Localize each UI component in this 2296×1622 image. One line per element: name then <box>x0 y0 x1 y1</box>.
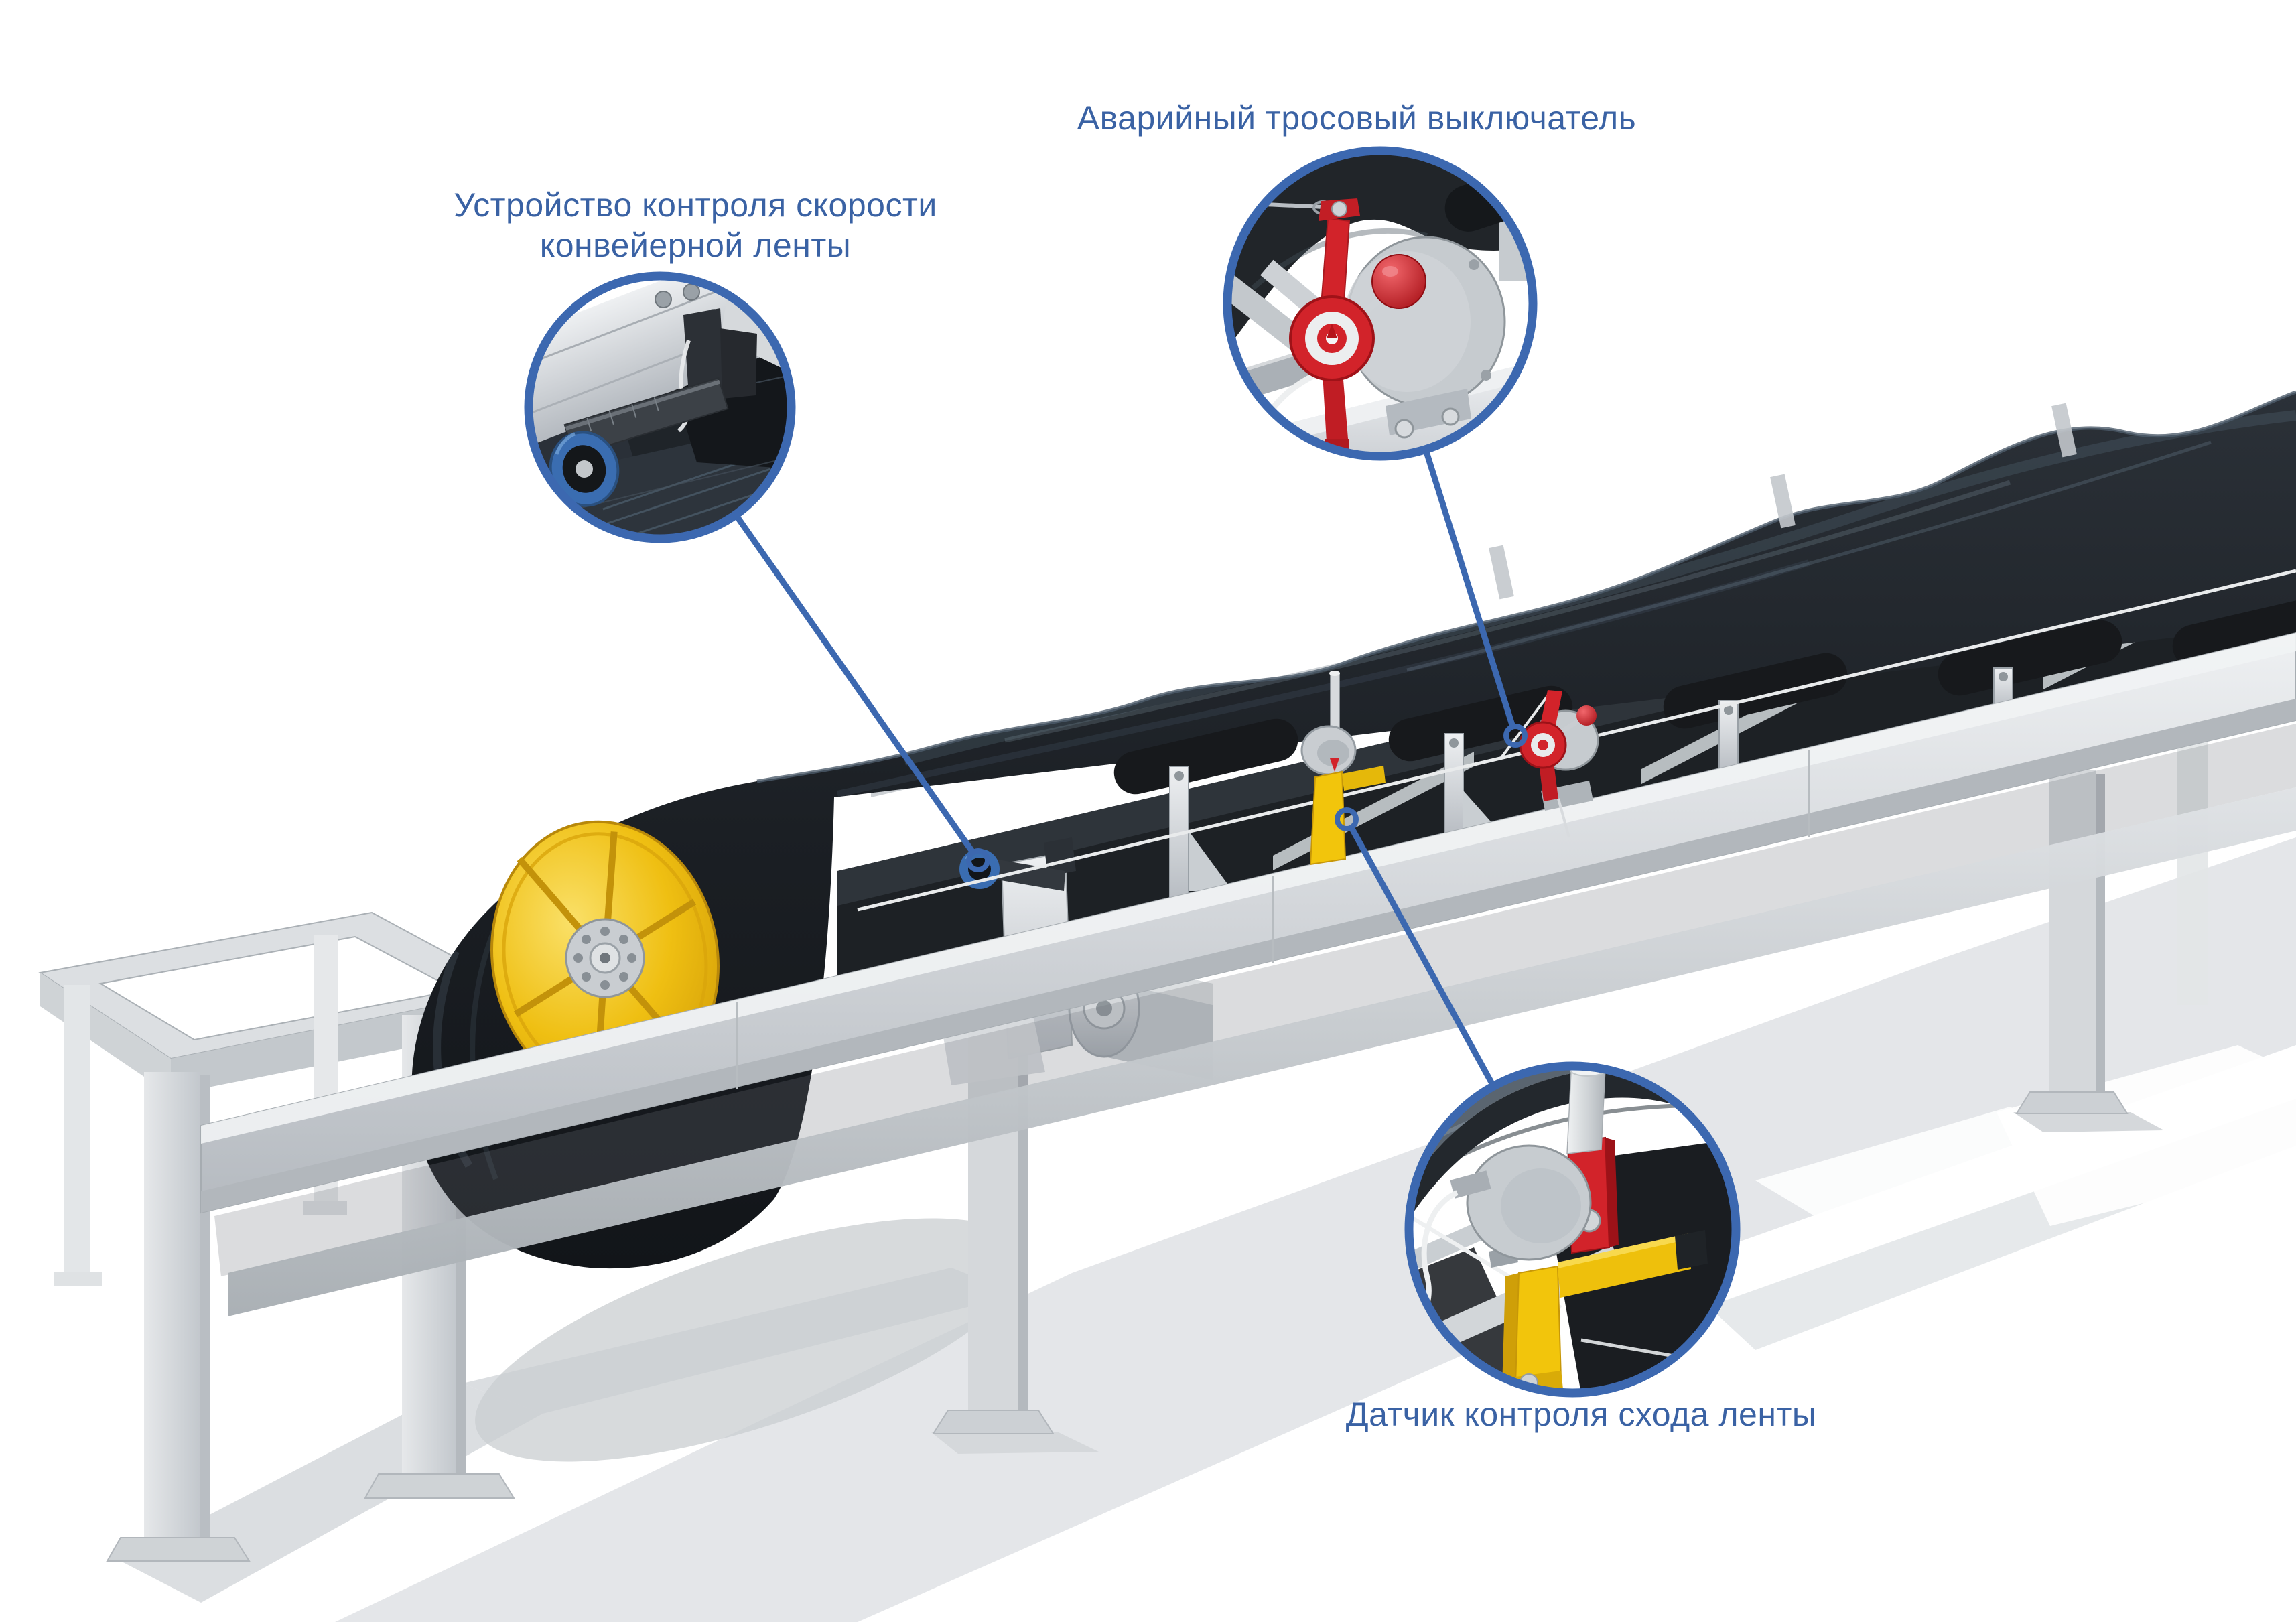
tail-support-frame <box>38 911 518 1562</box>
callout-labels: Устройство контроля скорости конвейерной… <box>454 99 1816 1433</box>
idler-rollers <box>1113 592 2296 795</box>
far-idler-brackets <box>1489 403 2077 600</box>
leader-endpoint-tracking <box>1335 807 1359 831</box>
speed-sensor-roller-icon <box>549 431 620 507</box>
speed-monitor-callout <box>524 271 796 543</box>
rope-switch-device <box>1499 690 1599 838</box>
rope-switch-callout <box>1223 146 1538 461</box>
stringer-beam <box>200 632 2296 1316</box>
leader-lines <box>733 448 1528 1088</box>
leader-endpoint-rope <box>1503 724 1528 748</box>
speed-monitor-label-line1: Устройство контроля скорости <box>454 186 937 224</box>
rope-switch-label: Аварийный тросовый выключатель <box>1077 99 1636 137</box>
belt-tracking-callout <box>1404 1061 1741 1398</box>
leader-endpoint-speed <box>966 848 990 872</box>
rope-switch-icon <box>1289 198 1426 456</box>
belt-tracking-sensor-device <box>1300 671 1386 866</box>
speed-monitor-label-line2: конвейерной ленты <box>540 226 851 264</box>
tail-pulley-hub <box>565 918 645 998</box>
belt-tracking-label: Датчик контроля схода ленты <box>1346 1396 1817 1433</box>
